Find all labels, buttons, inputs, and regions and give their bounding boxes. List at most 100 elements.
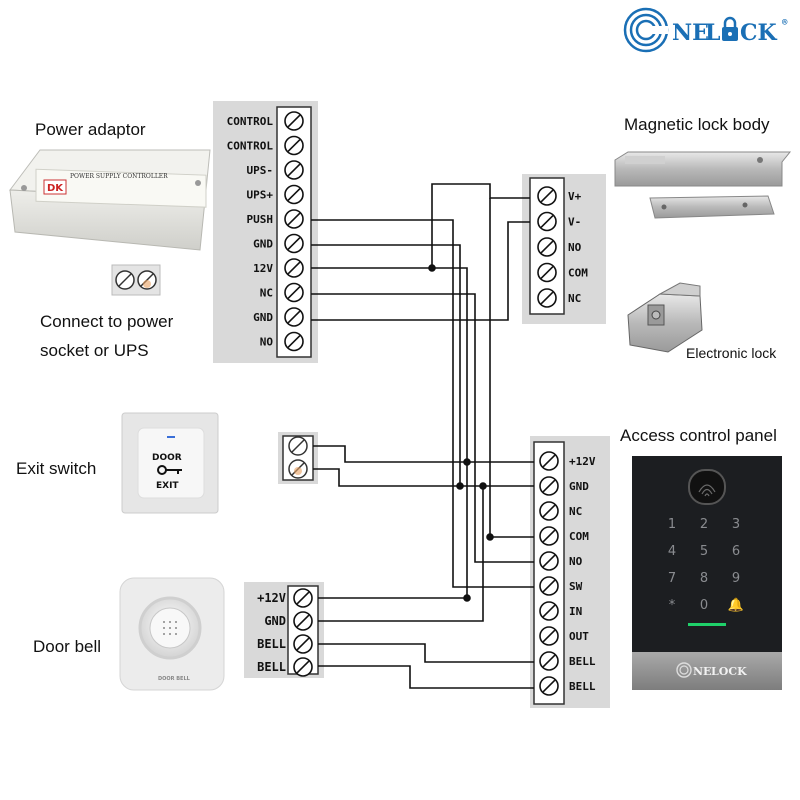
panel-terminal-label: +12V [569, 455, 596, 468]
controller-terminal-screw [284, 184, 304, 205]
panel-terminal-screw [539, 501, 559, 521]
keypad-key[interactable]: 7 [668, 571, 676, 586]
door-bell-label: Door bell [33, 637, 102, 656]
panel-terminal-screw [539, 551, 559, 571]
wire-exit-2 [313, 468, 460, 487]
bell-terminal-label: BELL [257, 637, 286, 651]
wire-12v-12v [311, 267, 534, 463]
padlock-icon [722, 16, 738, 41]
wiring [311, 183, 534, 689]
exit-switch-label: Exit switch [16, 459, 97, 478]
brand-prefix: NE [672, 20, 709, 46]
connect-power-line2: socket or UPS [40, 341, 149, 360]
electronic-lock-device [627, 282, 703, 353]
magnetic-lock-label: Magnetic lock body [624, 115, 770, 134]
brand-logo: NE L CK ® [623, 7, 788, 53]
power-supply-box: POWER SUPPLY CONTROLLER DK [9, 149, 211, 251]
panel-terminal-screw [539, 626, 559, 646]
panel-logo-lock: LOCK [711, 665, 747, 678]
keypad-key[interactable]: * [669, 598, 676, 613]
keypad-key[interactable]: 9 [732, 571, 740, 586]
brand-lock-l: L [705, 20, 720, 46]
exit-device-line2: EXIT [156, 481, 179, 491]
bell-terminal-block: +12V GND BELL BELL [244, 582, 324, 678]
panel-terminal-label: OUT [569, 630, 589, 643]
controller-terminal-label: CONTROL [227, 140, 274, 153]
controller-terminal-label: NC [260, 287, 273, 300]
controller-terminal-screw [284, 258, 304, 278]
keypad-key[interactable]: 2 [700, 517, 708, 532]
controller-terminal-screw [284, 282, 304, 303]
key-icon [157, 465, 182, 475]
brand-logo-icon [623, 7, 669, 53]
wire-gnd-gnd [311, 244, 534, 487]
bell-terminal-label: GND [264, 614, 286, 628]
bell-terminal-screw [293, 588, 313, 608]
wire-bell-2 [318, 665, 534, 689]
panel-terminal-screw [539, 601, 559, 621]
lock-terminal-label: V+ [568, 190, 582, 203]
exit-device-line1: DOOR [152, 453, 182, 463]
panel-terminal-label: BELL [569, 655, 596, 668]
panel-terminal-label: COM [569, 530, 589, 543]
keypad-key[interactable]: 4 [668, 544, 676, 559]
electronic-lock-label: Electronic lock [686, 345, 777, 361]
panel-terminal-screw [539, 526, 559, 546]
controller-terminal-screw [284, 135, 304, 156]
panel-logo-prefix: NE [693, 665, 711, 678]
keypad-key[interactable]: 6 [732, 544, 740, 559]
wire-12v-vplus [431, 183, 530, 268]
power-input-terminal [111, 264, 161, 296]
keypad-key[interactable]: 🔔 [728, 597, 744, 613]
brand-lock-rest: CK [740, 20, 778, 46]
controller-terminal-screw [284, 209, 304, 229]
keypad-key[interactable]: 1 [668, 517, 676, 532]
panel-terminal-label: BELL [569, 680, 596, 693]
wire-bell-1 [318, 643, 534, 663]
keypad-key[interactable]: 3 [732, 517, 740, 532]
access-control-panel-device: 1 2 3 4 5 6 7 8 9 * 0 🔔 NE LOCK [632, 456, 782, 690]
panel-terminal-screw [539, 676, 559, 696]
bell-terminal-screw [293, 657, 313, 677]
controller-terminal-screw [284, 111, 304, 131]
keypad-key[interactable]: 5 [700, 544, 708, 559]
psu-label: POWER SUPPLY CONTROLLER [70, 173, 168, 180]
panel-terminal-label: SW [569, 580, 583, 593]
door-bell-device: DOOR BELL [119, 577, 225, 691]
access-control-panel-label: Access control panel [620, 426, 777, 445]
lock-terminal-screw [537, 262, 557, 283]
lock-terminal-screw [537, 288, 557, 308]
bell-terminal-screw [293, 611, 313, 631]
panel-terminal-screw [539, 476, 559, 496]
lock-terminal-label: COM [568, 267, 588, 280]
controller-terminal-label: UPS- [247, 164, 274, 177]
panel-terminal-label: GND [569, 480, 589, 493]
controller-terminal-screw [284, 160, 304, 180]
controller-terminal-label: GND [253, 238, 273, 251]
lock-terminal-label: NO [568, 241, 582, 254]
controller-terminal-label: CONTROL [227, 115, 274, 128]
controller-terminal-label: UPS+ [247, 189, 274, 202]
controller-terminal-label: GND [253, 311, 273, 324]
bell-terminal-label: +12V [257, 591, 286, 605]
wire-bell-gnd [318, 486, 484, 622]
wire-push-sw [311, 219, 534, 588]
psu-brand: DK [47, 183, 64, 194]
controller-terminal-label: 12V [253, 262, 273, 275]
panel-logo: NE LOCK [676, 662, 747, 678]
lock-terminal-label: V- [568, 216, 581, 229]
keypad-key[interactable]: 0 [700, 598, 708, 613]
wire-gnd-vminus [311, 221, 530, 321]
lock-terminal-screw [537, 237, 557, 257]
panel-terminal-screw [539, 451, 559, 471]
controller-terminal-label: NO [260, 336, 274, 349]
connect-power-line1: Connect to power [40, 312, 174, 331]
keypad[interactable]: 1 2 3 4 5 6 7 8 9 * 0 🔔 [668, 517, 744, 613]
bell-terminal-label: BELL [257, 660, 286, 674]
keypad-key[interactable]: 8 [700, 571, 708, 586]
status-led [688, 623, 726, 626]
